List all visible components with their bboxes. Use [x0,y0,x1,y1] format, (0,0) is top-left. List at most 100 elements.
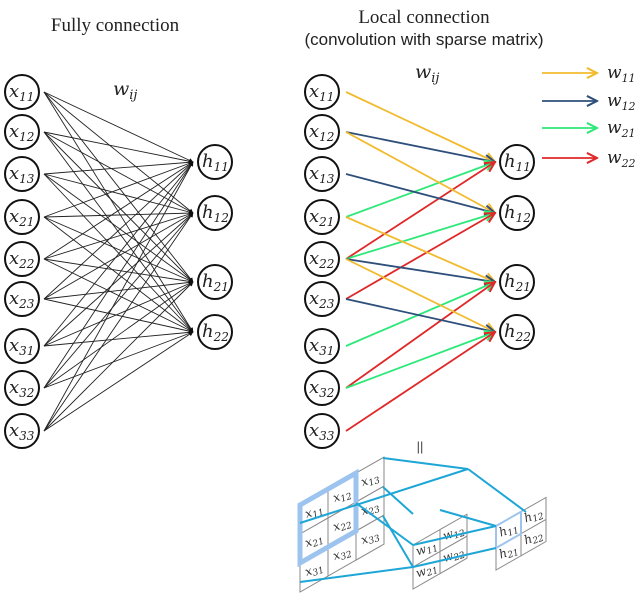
local-edge-w12 [345,173,495,213]
local-edge-w22 [345,332,495,432]
fully-edge [43,210,194,218]
node-label: x31 [9,335,34,358]
input-node-x33: x33 [4,413,40,449]
node-circle [304,156,340,192]
node-label: h21 [504,271,531,294]
local-input-node-x31: x31 [304,328,340,364]
node-circle [4,328,40,364]
mapping-line [382,515,414,568]
fully-edge [43,131,194,283]
local-input-node-x11: x11 [304,74,340,110]
fully-connected-edges [43,91,194,432]
mapping-line [355,502,414,546]
grid-cell-label: x21 [303,531,325,552]
node-label: x22 [9,248,34,271]
local-edge-w11 [345,258,495,332]
legend-label: w11 [607,63,636,85]
legend-label: w21 [607,118,636,140]
local-edge-w21 [345,162,495,218]
node-label: h12 [504,202,531,225]
local-connection-subtitle: (convolution with sparse matrix) [304,30,543,49]
node-label: x11 [309,81,334,104]
grid-cell-label: h21 [497,542,520,563]
node-label: x32 [9,377,34,400]
local-input-node-x22: x22 [304,241,340,277]
node-circle [304,370,340,406]
node-circle [197,144,233,180]
input-node-x13: x13 [4,156,40,192]
output-node-h22: h22 [197,314,233,350]
local-edge-w11 [345,131,495,213]
local-edge-w12 [345,298,495,332]
input-node-x32: x32 [4,370,40,406]
local-input-node-x33: x33 [304,413,340,449]
fully-edge [43,258,194,284]
node-circle [499,144,535,180]
local-output-node-h22: h22 [499,314,535,350]
node-label: x32 [309,377,334,400]
node-label: x23 [309,288,335,311]
mapping-line [412,525,497,546]
node-label: x31 [309,335,334,358]
node-circle [4,74,40,110]
legend-label: w12 [607,91,636,113]
local-output-node-h11: h11 [499,144,535,180]
fully-edge [43,331,194,432]
fully-edge [43,216,194,283]
local-input-node-x12: x12 [304,114,340,150]
fully-edge [43,160,194,175]
fully-edge [43,161,194,260]
node-circle [197,314,233,350]
node-circle [304,74,340,110]
local-input-node-x32: x32 [304,370,340,406]
node-label: x12 [309,121,334,144]
local-edge-w22 [345,282,495,389]
node-label: x33 [309,420,335,443]
legend-item-w21: w21 [542,118,636,140]
node-label: h11 [504,151,531,174]
node-circle [4,199,40,235]
node-circle [197,264,233,300]
input-node-x31: x31 [4,328,40,364]
fully-edge [43,173,194,283]
fully-edge [43,212,194,347]
grid-cell [355,514,385,561]
node-circle [197,195,233,231]
node-label: h22 [504,321,531,344]
local-connected-nodes: x11 x12 x13 x21 x22 x23 x31 x32 x33 h11 h12 h21 h22 [304,74,535,449]
node-label: x13 [309,163,335,186]
node-label: h22 [202,321,229,344]
legend-label: w22 [607,148,636,170]
local-input-node-x23: x23 [304,281,340,317]
fully-edge [43,281,194,389]
equals-sign: || [417,439,424,454]
legend-item-w22: w22 [542,148,636,170]
input-node-x23: x23 [4,281,40,317]
grid-cell-label: x13 [359,470,382,491]
fully-edge [43,281,194,432]
node-label: x33 [9,420,35,443]
node-label: x22 [309,248,334,271]
node-label: x21 [309,206,334,229]
grid-cell-label: x32 [331,544,354,565]
grid-cell-label: x33 [359,528,382,549]
grid-cell [520,518,547,557]
fully-edge [43,161,194,218]
local-edge-w12 [345,258,495,282]
node-circle [304,413,340,449]
grid-cell [439,535,468,575]
mapping-line [439,509,497,527]
local-edge-w21 [345,213,495,260]
output-node-h11: h11 [197,144,233,180]
local-edge-w21 [345,282,495,347]
legend-item-w12: w12 [542,91,636,113]
node-circle [304,114,340,150]
node-circle [4,156,40,192]
fully-edge [43,212,194,300]
receptive-field-highlight [297,468,359,568]
node-circle [304,328,340,364]
mapping-line [382,486,414,515]
weight-label-local: wij [415,61,439,86]
local-input-node-x13: x13 [304,156,340,192]
